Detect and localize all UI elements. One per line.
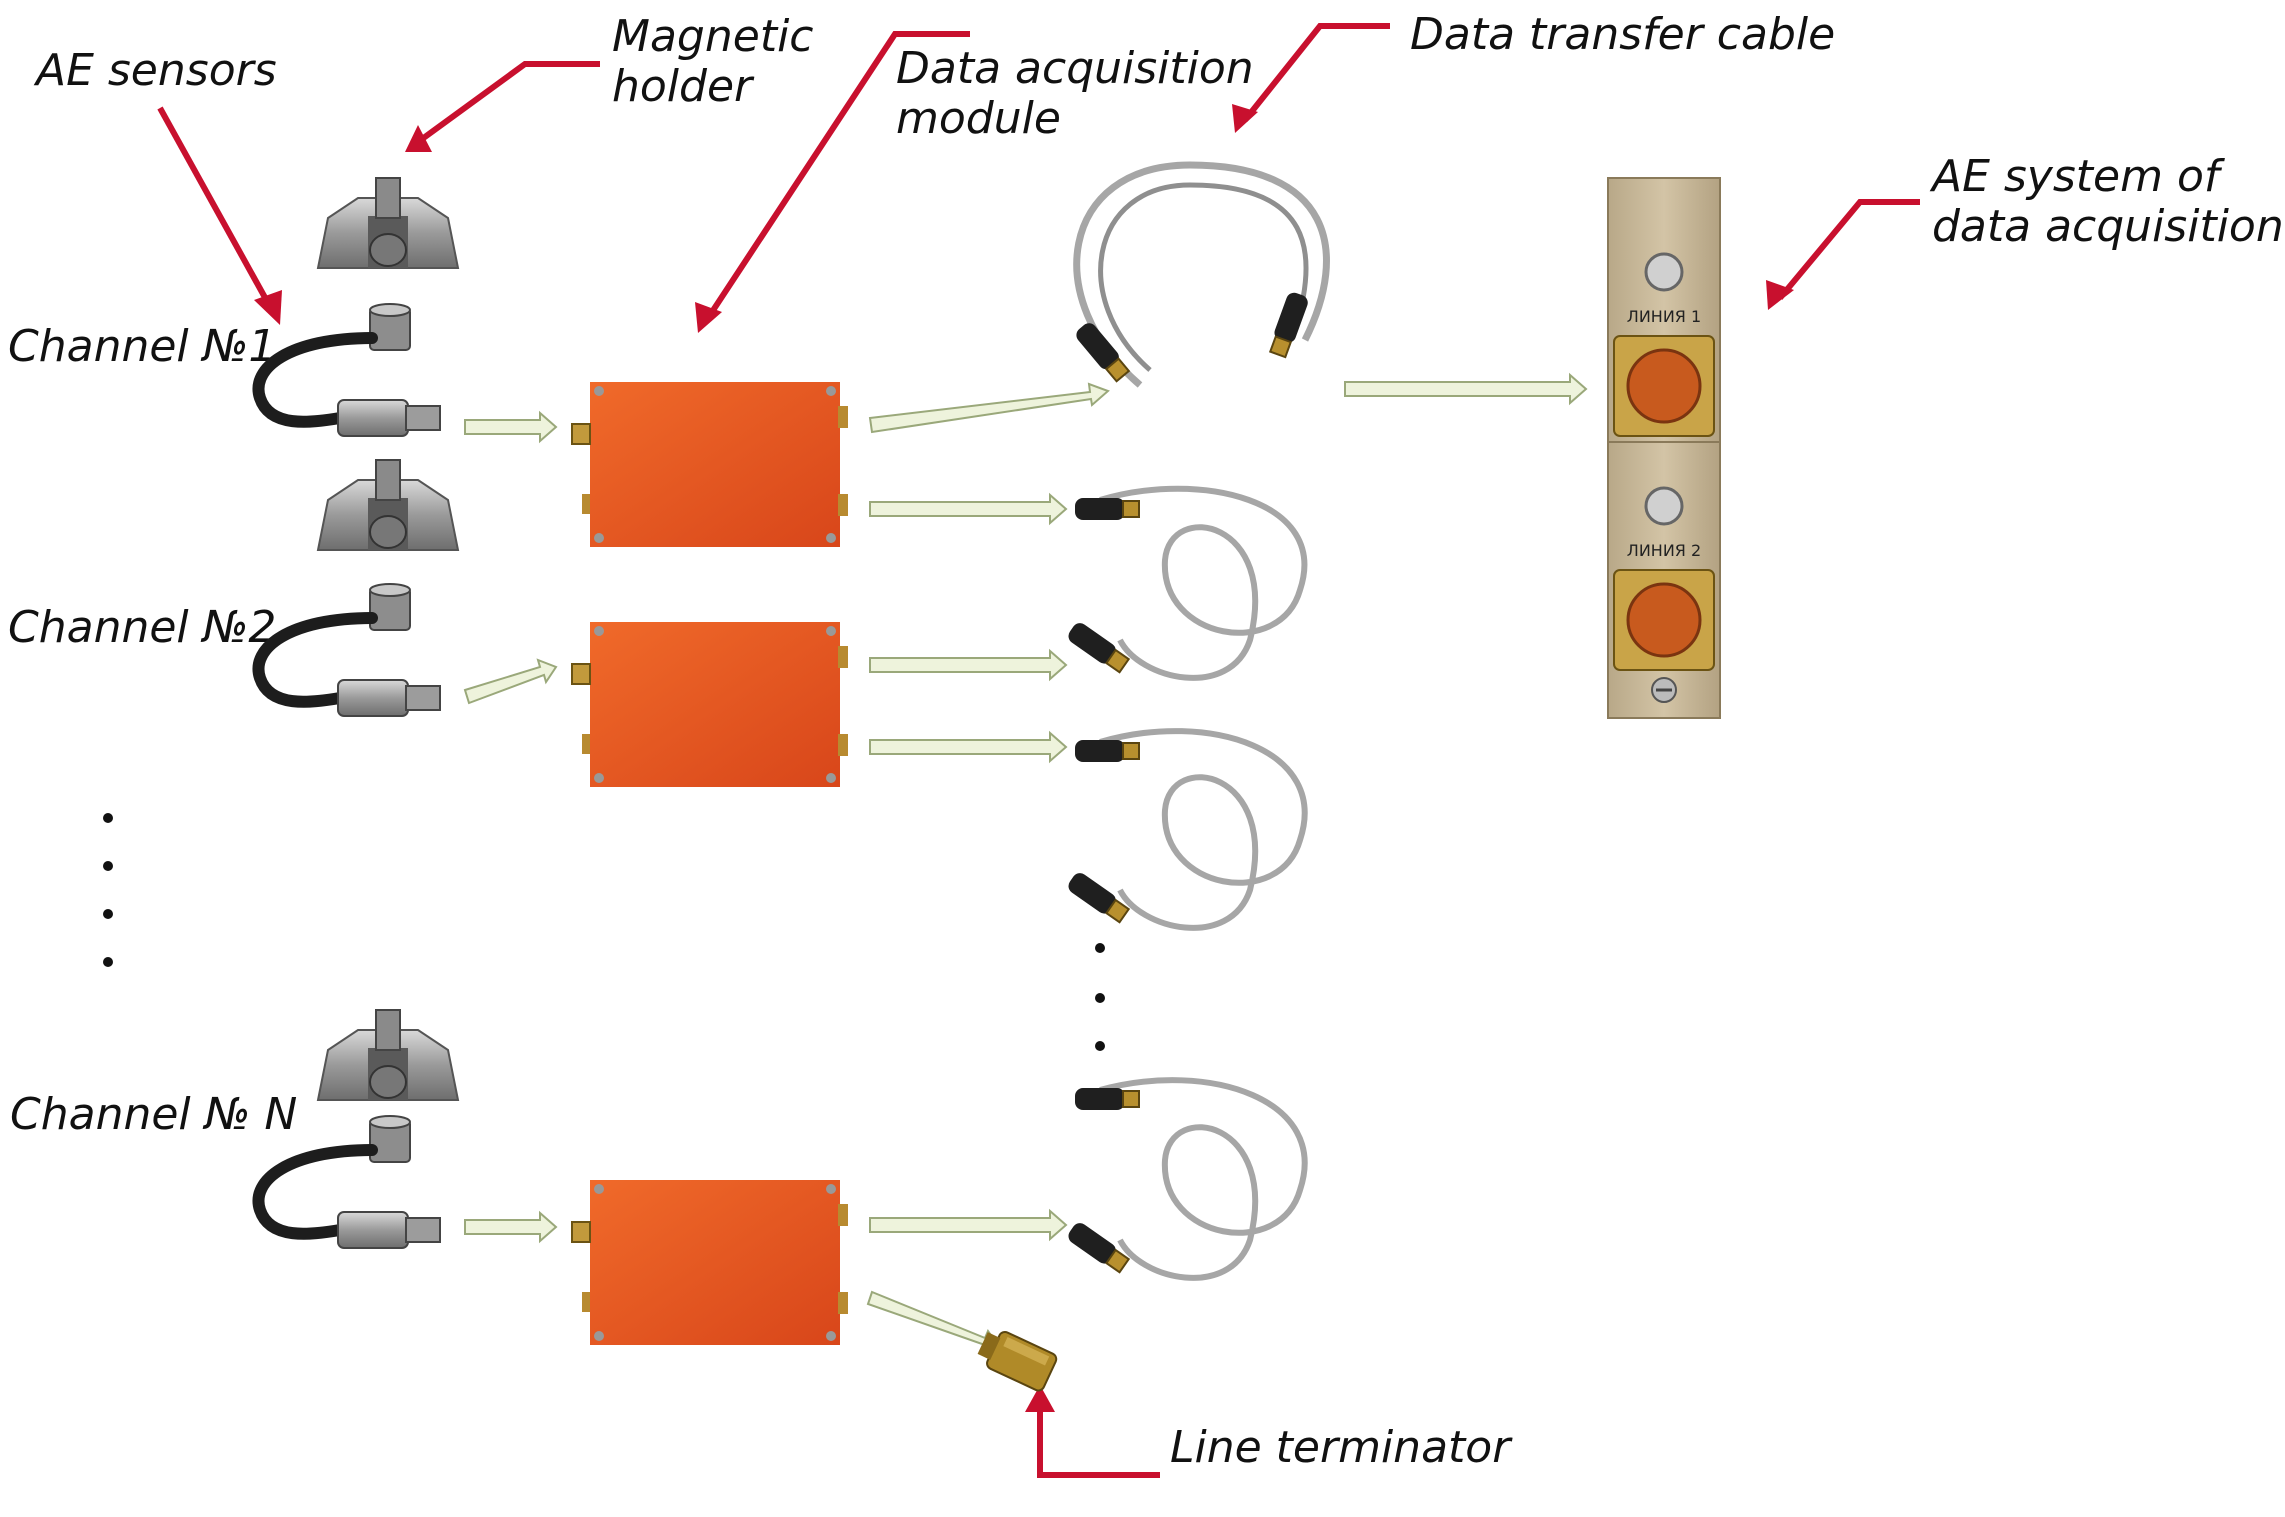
magnetic-holder-1 — [317, 177, 459, 269]
data-transfer-cable-1 — [1072, 161, 1330, 388]
label-channel-n: Channel № N — [10, 1089, 298, 1140]
indicator-led-2 — [1644, 486, 1684, 526]
channel-ellipsis — [103, 813, 113, 967]
data-transfer-cable-3 — [1064, 728, 1308, 931]
ae-system-panel: ЛИНИЯ 1 ЛИНИЯ 2 — [1607, 177, 1721, 719]
flow-arrow-module1-cable2 — [869, 492, 1068, 526]
label-ae-system-line1: AE system of — [1932, 151, 2220, 202]
line-terminator — [977, 1330, 1058, 1392]
data-transfer-cable-2 — [1064, 485, 1308, 681]
magnetic-holder-2 — [317, 459, 459, 551]
flow-arrow-module1-cable1 — [868, 382, 1110, 434]
panel-label-line1: ЛИНИЯ 1 — [1627, 307, 1701, 326]
flow-arrow-sensor2-module2 — [463, 658, 558, 705]
flow-arrow-sensor1-module1 — [464, 410, 558, 444]
magnetic-holder-n — [317, 1009, 459, 1101]
flow-arrow-module2-cable3 — [869, 730, 1068, 764]
callout-data-acquisition-module — [705, 31, 970, 320]
ae-sensor-2 — [258, 584, 440, 716]
label-ae-system: AE system of data acquisition — [1932, 152, 2284, 252]
callout-ae-system — [1777, 199, 1920, 300]
cable-ellipsis — [1095, 943, 1105, 1051]
arrowhead-dam — [695, 302, 722, 333]
callout-ae-sensors — [157, 106, 271, 305]
label-ae-sensors: AE sensors — [36, 45, 277, 96]
connector-1-icon — [1626, 348, 1702, 424]
panel-label-line2: ЛИНИЯ 2 — [1627, 541, 1701, 560]
arrowhead-magnetic-holder — [405, 125, 432, 152]
callout-arrows — [157, 23, 1920, 1478]
ae-sensor-n — [258, 1116, 440, 1248]
indicator-led-1 — [1644, 252, 1684, 292]
flow-arrows — [463, 372, 1588, 1354]
flow-arrow-cable1-panel — [1344, 372, 1588, 406]
flow-arrow-modulen-cablen — [869, 1208, 1068, 1242]
arrowhead-ae-system — [1766, 280, 1794, 310]
callout-data-transfer-cable — [1242, 23, 1390, 122]
connector-2-icon — [1626, 582, 1702, 658]
callout-arrowheads — [254, 104, 1794, 1412]
label-magnetic-holder-line1: Magnetic — [612, 11, 814, 62]
label-dam-line1: Data acquisition — [896, 43, 1254, 94]
callout-magnetic-holder — [416, 61, 600, 145]
data-acquisition-module-n — [571, 1179, 849, 1346]
data-acquisition-module-1 — [571, 381, 849, 548]
flow-arrow-module2-cable2 — [869, 648, 1068, 682]
flow-arrow-modulen-terminator — [866, 1290, 1002, 1354]
flow-arrow-sensorn-modulen — [464, 1210, 558, 1244]
label-channel-2: Channel №2 — [8, 602, 277, 653]
arrowhead-line-terminator — [1025, 1385, 1055, 1412]
label-magnetic-holder: Magnetic holder — [612, 12, 813, 112]
label-data-acquisition-module: Data acquisition module — [896, 44, 1254, 144]
data-acquisition-module-2 — [571, 621, 849, 788]
ae-sensor-1 — [258, 304, 440, 436]
arrowhead-ae-sensors — [254, 290, 282, 325]
label-ae-system-line2: data acquisition — [1932, 201, 2284, 252]
data-transfer-cable-n — [1064, 1077, 1308, 1281]
callout-line-terminator — [1037, 1398, 1160, 1478]
label-magnetic-holder-line2: holder — [612, 61, 753, 112]
label-data-transfer-cable: Data transfer cable — [1410, 9, 1836, 60]
label-line-terminator: Line terminator — [1170, 1422, 1511, 1473]
label-dam-line2: module — [896, 93, 1061, 144]
arrowhead-cable — [1232, 104, 1258, 133]
label-channel-1: Channel №1 — [8, 321, 277, 372]
